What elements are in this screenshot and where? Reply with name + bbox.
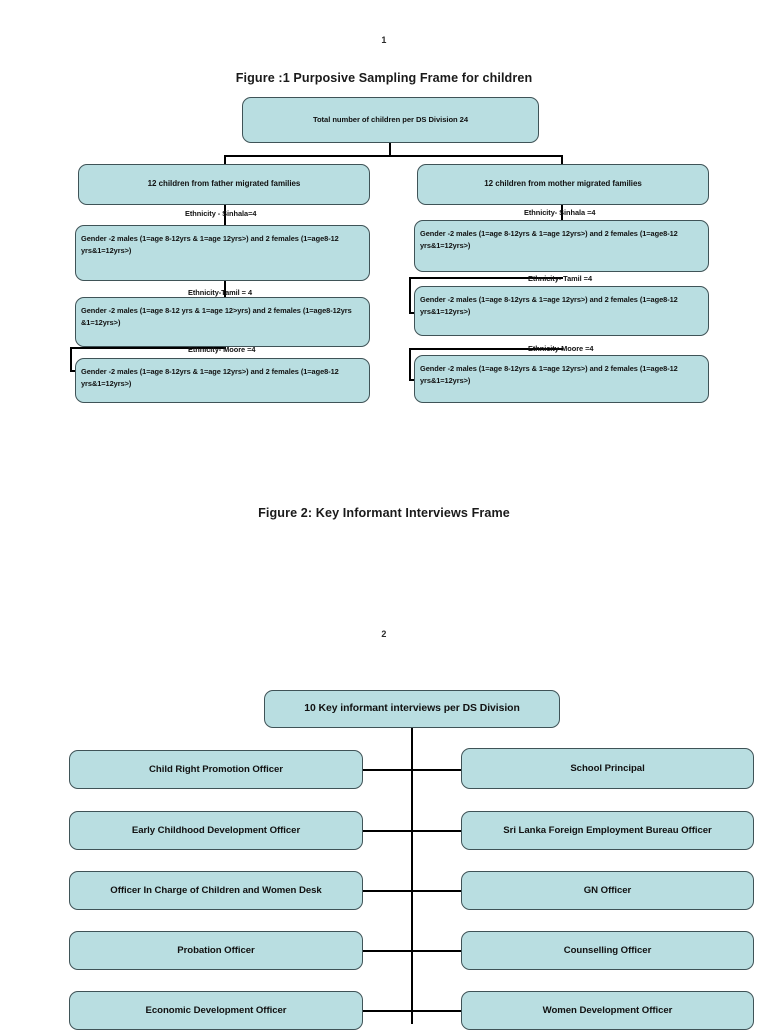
figure1-root-label: Total number of children per DS Division…: [312, 114, 469, 124]
figure2-right-label-1: School Principal: [570, 762, 645, 774]
figure1-father-elbow-h: [70, 347, 226, 350]
figure2-rung-1-right: [411, 769, 462, 772]
figure1-mother-box-moore: Gender -2 males (1=age 8-12yrs & 1=age 1…: [414, 355, 709, 403]
figure2-left-box-5: Economic Development Officer: [69, 991, 363, 1030]
figure2-left-box-3: Officer In Charge of Children and Women …: [69, 871, 363, 910]
figure2-rung-3-right: [411, 890, 462, 893]
figure1-root-bus-right: [389, 155, 563, 158]
figure2-root-box: 10 Key informant interviews per DS Divis…: [264, 690, 560, 728]
figure1-mother-edge-label-tamil: Ethnicity- Tamil =4: [528, 274, 593, 283]
figure2-right-label-5: Women Development Officer: [542, 1004, 673, 1016]
figure1-mother-box-sinhala: Gender -2 males (1=age 8-12yrs & 1=age 1…: [414, 220, 709, 272]
figure2-root-label: 10 Key informant interviews per DS Divis…: [304, 702, 520, 714]
figure2-rung-3-left: [362, 890, 413, 893]
figure2-left-label-4: Probation Officer: [177, 944, 255, 956]
figure1-mother-text-moore: Gender -2 males (1=age 8-12yrs & 1=age 1…: [420, 364, 678, 385]
figure2-left-label-3: Officer In Charge of Children and Women …: [110, 884, 322, 896]
figure1-mother-edge-sinhala: [561, 205, 564, 221]
figure1-mother-text-sinhala: Gender -2 males (1=age 8-12yrs & 1=age 1…: [420, 229, 678, 250]
figure2-right-box-3: GN Officer: [461, 871, 754, 910]
figure1-father-text-sinhala: Gender -2 males (1=age 8-12yrs & 1=age 1…: [81, 234, 339, 255]
figure1-mother-elbow-tamil-h: [409, 277, 563, 280]
figure2-left-box-1: Child Right Promotion Officer: [69, 750, 363, 789]
figure2-left-box-2: Early Childhood Development Officer: [69, 811, 363, 850]
figure1-mother-box-tamil: Gender -2 males (1=age 8-12yrs & 1=age 1…: [414, 286, 709, 336]
figure2-rung-1-left: [362, 769, 413, 772]
figure2-trunk: [411, 728, 414, 1024]
figure1-branch-mother-header: 12 children from mother migrated familie…: [417, 164, 709, 205]
figure2-left-label-2: Early Childhood Development Officer: [131, 824, 301, 836]
figure1-root-bus: [224, 155, 391, 158]
figure2-rung-5-left: [362, 1010, 413, 1013]
figure1-mother-elbow-tamil-v: [409, 277, 412, 314]
figure1-mother-elbow-moore-v: [409, 348, 412, 381]
figure1-father-edge-label-sinhala: Ethnicity - Sinhala=4: [185, 209, 257, 218]
figure2-left-label-5: Economic Development Officer: [145, 1004, 287, 1016]
figure2-right-box-2: Sri Lanka Foreign Employment Bureau Offi…: [461, 811, 754, 850]
figure2-rung-5-right: [411, 1010, 462, 1013]
figure2-rung-2-left: [362, 830, 413, 833]
figure1-father-text-moore: Gender -2 males (1=age 8-12yrs & 1=age 1…: [81, 367, 339, 388]
figure1-root-stem: [389, 143, 392, 157]
figure1-father-text-tamil: Gender -2 males (1=age 8-12 yrs & 1=age …: [81, 306, 352, 327]
figure2-right-label-3: GN Officer: [583, 884, 632, 896]
figure1-father-elbow-v: [70, 347, 73, 372]
figure2-right-box-4: Counselling Officer: [461, 931, 754, 970]
figure2-rung-2-right: [411, 830, 462, 833]
figure1-root-box: Total number of children per DS Division…: [242, 97, 539, 143]
figure2-caption: Figure 2: Key Informant Interviews Frame: [258, 506, 510, 520]
figure1-father-box-moore: Gender -2 males (1=age 8-12yrs & 1=age 1…: [75, 358, 370, 403]
figure2-left-label-1: Child Right Promotion Officer: [149, 763, 283, 775]
figure1-mother-text-tamil: Gender -2 males (1=age 8-12yrs & 1=age 1…: [420, 295, 678, 316]
figure1-branch-father-label: 12 children from father migrated familie…: [147, 179, 301, 189]
figure1-branch-mother-label: 12 children from mother migrated familie…: [484, 179, 642, 189]
figure2-left-box-4: Probation Officer: [69, 931, 363, 970]
figure2-right-label-4: Counselling Officer: [563, 944, 652, 956]
figure1-branch-father-header: 12 children from father migrated familie…: [78, 164, 370, 205]
figure2-rung-4-left: [362, 950, 413, 953]
figure2-right-label-2: Sri Lanka Foreign Employment Bureau Offi…: [503, 824, 712, 836]
figure2-right-box-1: School Principal: [461, 748, 754, 789]
figure1-caption: Figure :1 Purposive Sampling Frame for c…: [235, 71, 533, 85]
figure1-father-edge-sinhala: [224, 205, 227, 226]
page-number-second: 2: [381, 629, 387, 639]
page-number-top: 1: [381, 35, 387, 45]
figure1-father-edge-tamil: [224, 281, 227, 298]
figure1-father-box-tamil: Gender -2 males (1=age 8-12 yrs & 1=age …: [75, 297, 370, 347]
figure1-mother-elbow-moore-h: [409, 348, 563, 351]
figure1-mother-edge-label-moore: Ethnicity-Moore =4: [528, 344, 594, 353]
figure1-father-edge-label-tamil: Ethnicity-Tamil = 4: [188, 288, 253, 297]
figure2-right-box-5: Women Development Officer: [461, 991, 754, 1030]
figure2-rung-4-right: [411, 950, 462, 953]
figure1-father-edge-label-moore: Ethnicity- Moore =4: [188, 345, 256, 354]
figure1-mother-edge-label-sinhala: Ethnicity- Sinhala =4: [524, 208, 596, 217]
figure1-father-box-sinhala: Gender -2 males (1=age 8-12yrs & 1=age 1…: [75, 225, 370, 281]
